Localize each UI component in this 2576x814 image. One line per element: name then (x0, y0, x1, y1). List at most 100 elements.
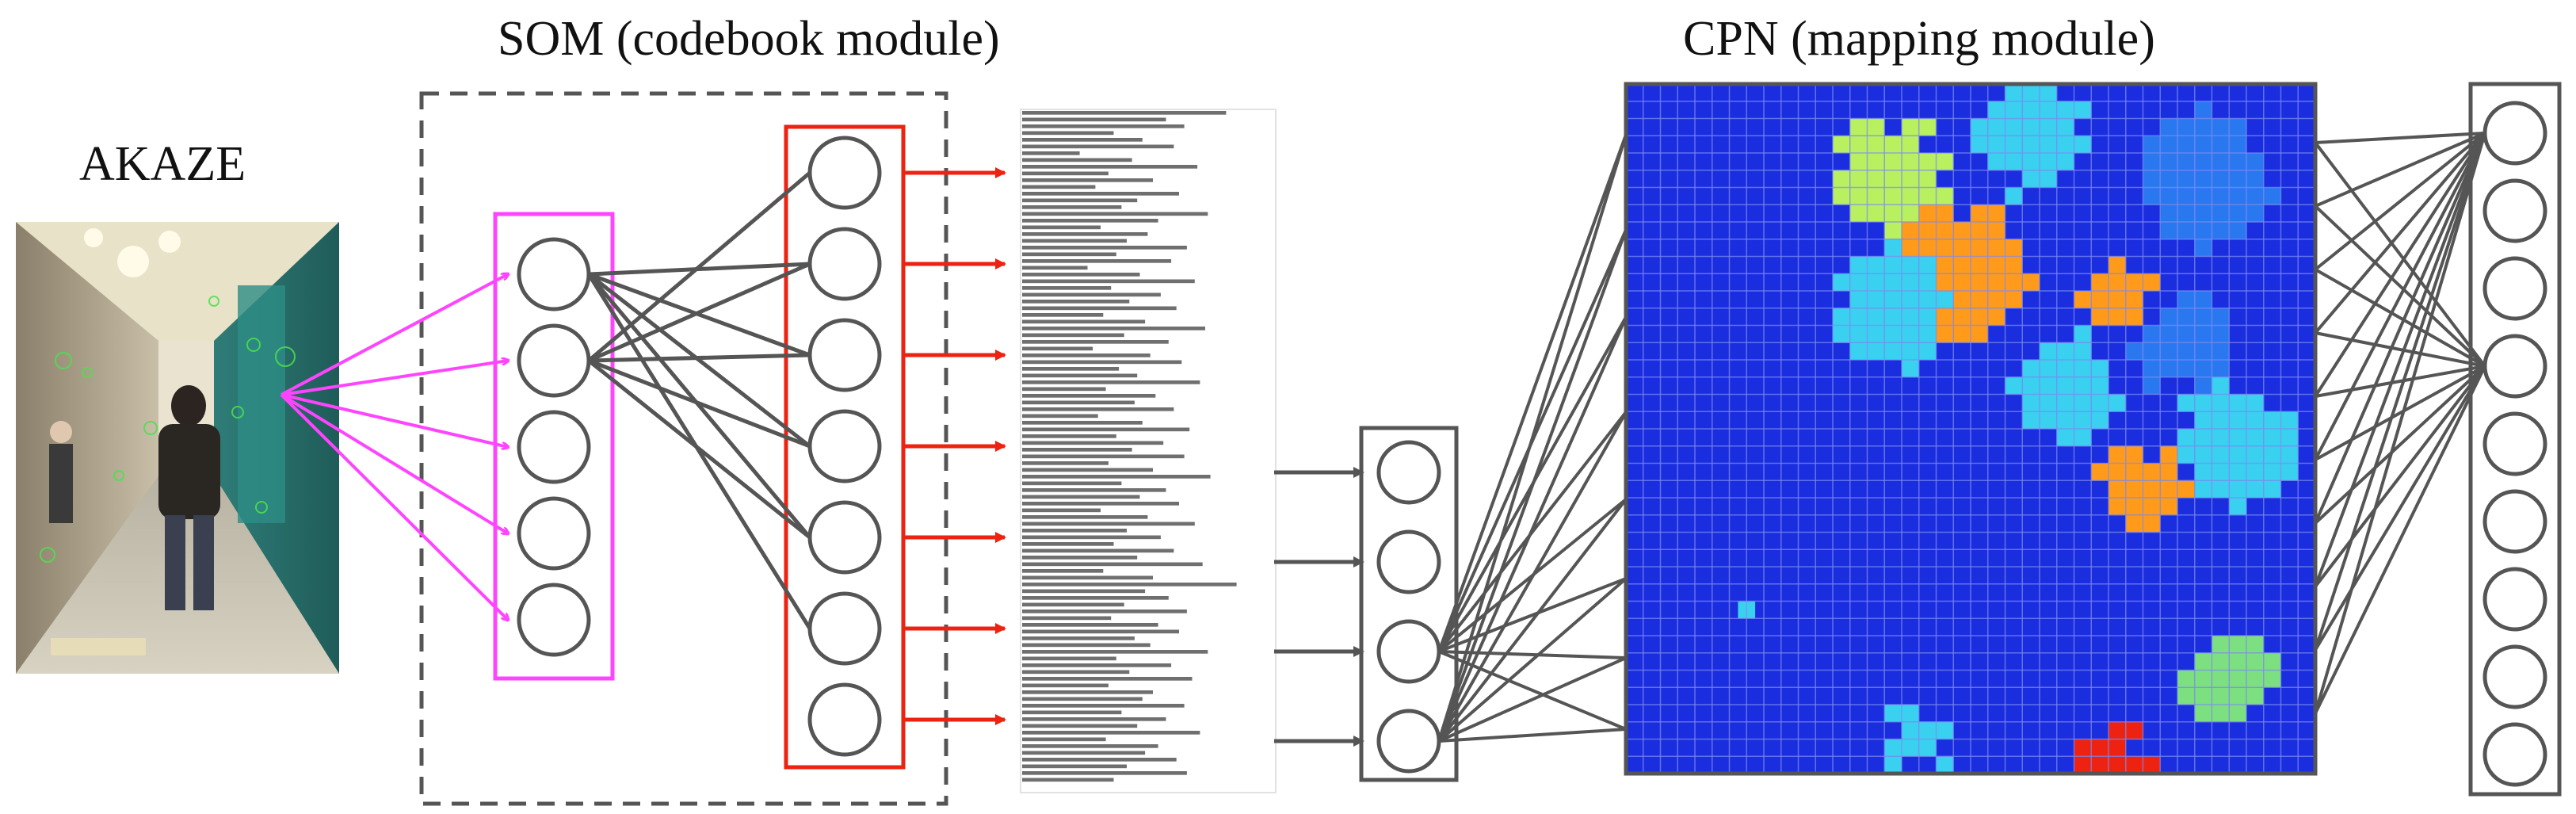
histogram-bar (1022, 589, 1146, 594)
cpn-input-node (1376, 529, 1441, 594)
histogram-bar (1022, 400, 1135, 405)
histogram-bar (1022, 340, 1169, 344)
som-output-node (807, 682, 882, 757)
map-connection (1437, 134, 1628, 652)
histogram-bar (1022, 279, 1195, 284)
output-connection (2314, 132, 2486, 398)
map-connection (1438, 728, 1627, 743)
histogram-bar (1022, 650, 1208, 654)
histogram-bar (1022, 165, 1198, 169)
output-connection (2314, 365, 2486, 588)
cpn-output-node (2483, 256, 2547, 321)
som-connection (587, 359, 811, 539)
cpn-output-node (2483, 334, 2547, 399)
histogram-bar (1022, 144, 1174, 149)
histogram-bar (1022, 744, 1158, 748)
map-connection (1437, 498, 1628, 743)
histogram-bar (1022, 346, 1093, 351)
histogram-bar (1022, 300, 1130, 304)
histogram-bar (1022, 697, 1143, 701)
feature-arrow (280, 393, 508, 533)
som-connection (587, 273, 811, 448)
histogram-bar (1022, 623, 1158, 627)
som-connection (587, 273, 811, 539)
feature-arrow (280, 393, 508, 447)
cpn-input-node (1376, 619, 1441, 684)
cpn-output-layer-box (2468, 82, 2562, 797)
cpn-output-node (2483, 722, 2547, 787)
histogram-bar (1022, 394, 1156, 398)
feature-arrow (280, 393, 508, 620)
histogram-bar (1022, 602, 1124, 607)
map-connection (1437, 411, 1628, 742)
output-connection (2315, 365, 2486, 398)
som-output-node (807, 500, 882, 575)
output-connection (2314, 365, 2486, 714)
som-output-layer-box (784, 124, 906, 770)
histogram-bar (1022, 502, 1179, 506)
histogram-bar (1022, 427, 1190, 432)
histogram-bar (1022, 481, 1122, 486)
map-connection (1437, 134, 1628, 742)
histogram-bar (1022, 529, 1127, 533)
histogram-bar (1022, 212, 1208, 216)
histogram-bar (1022, 468, 1153, 472)
cpn-output-node (2483, 178, 2547, 243)
histogram-bar (1022, 556, 1138, 560)
output-connection (2315, 132, 2486, 208)
histogram-bar (1022, 771, 1187, 775)
histogram-bar (1022, 407, 1174, 411)
histogram-bar (1022, 151, 1080, 155)
som-connection (588, 353, 811, 363)
histogram-bar (1022, 205, 1122, 209)
histogram-bar (1022, 508, 1101, 513)
histogram-bar (1022, 683, 1109, 688)
output-connection (2314, 132, 2486, 271)
som-module-box (419, 91, 948, 806)
histogram-bar (1022, 636, 1135, 640)
histogram-bar (1022, 670, 1130, 675)
histogram-bar (1022, 542, 1114, 546)
som-output-node (807, 227, 882, 301)
histogram-bar (1022, 548, 1174, 553)
histogram-bar (1022, 192, 1179, 196)
cpn-feature-map (1626, 84, 2315, 774)
histogram-bar (1022, 778, 1114, 782)
histogram-bar (1022, 629, 1179, 634)
map-connection (1438, 650, 1627, 731)
corridor-photo-icon (16, 222, 339, 674)
histogram-bar (1022, 219, 1158, 223)
histogram-bar (1022, 246, 1187, 250)
output-connection (2314, 365, 2486, 525)
histogram-bar (1022, 185, 1096, 189)
cpn-output-node (2483, 101, 2547, 166)
histogram-bar (1022, 138, 1143, 142)
histogram-bar (1022, 717, 1166, 721)
histogram-bar (1022, 387, 1106, 392)
histogram-bar (1022, 535, 1161, 540)
histogram-bar (1022, 319, 1146, 324)
histogram-bar (1022, 434, 1116, 438)
som-input-node (517, 237, 591, 311)
output-connection (2314, 132, 2486, 334)
som-connection (588, 358, 811, 449)
histogram-bar (1022, 171, 1109, 176)
histogram-bar (1022, 198, 1138, 203)
histogram-bar (1022, 475, 1211, 479)
som-input-node (517, 323, 591, 398)
histogram-bar (1022, 737, 1106, 742)
som-input-node (517, 410, 591, 484)
histogram-bar (1022, 292, 1161, 297)
histogram-bar (1022, 515, 1148, 519)
histogram-bar (1022, 313, 1104, 317)
histogram-bar (1022, 441, 1164, 445)
histogram-bar (1022, 380, 1200, 384)
histogram-bar (1022, 239, 1127, 243)
output-connection (2315, 132, 2486, 144)
output-connection (2315, 365, 2486, 461)
som-connection (587, 171, 811, 362)
histogram-bar (1022, 596, 1169, 600)
histogram-bar (1022, 454, 1185, 459)
histogram-bar (1022, 710, 1122, 715)
